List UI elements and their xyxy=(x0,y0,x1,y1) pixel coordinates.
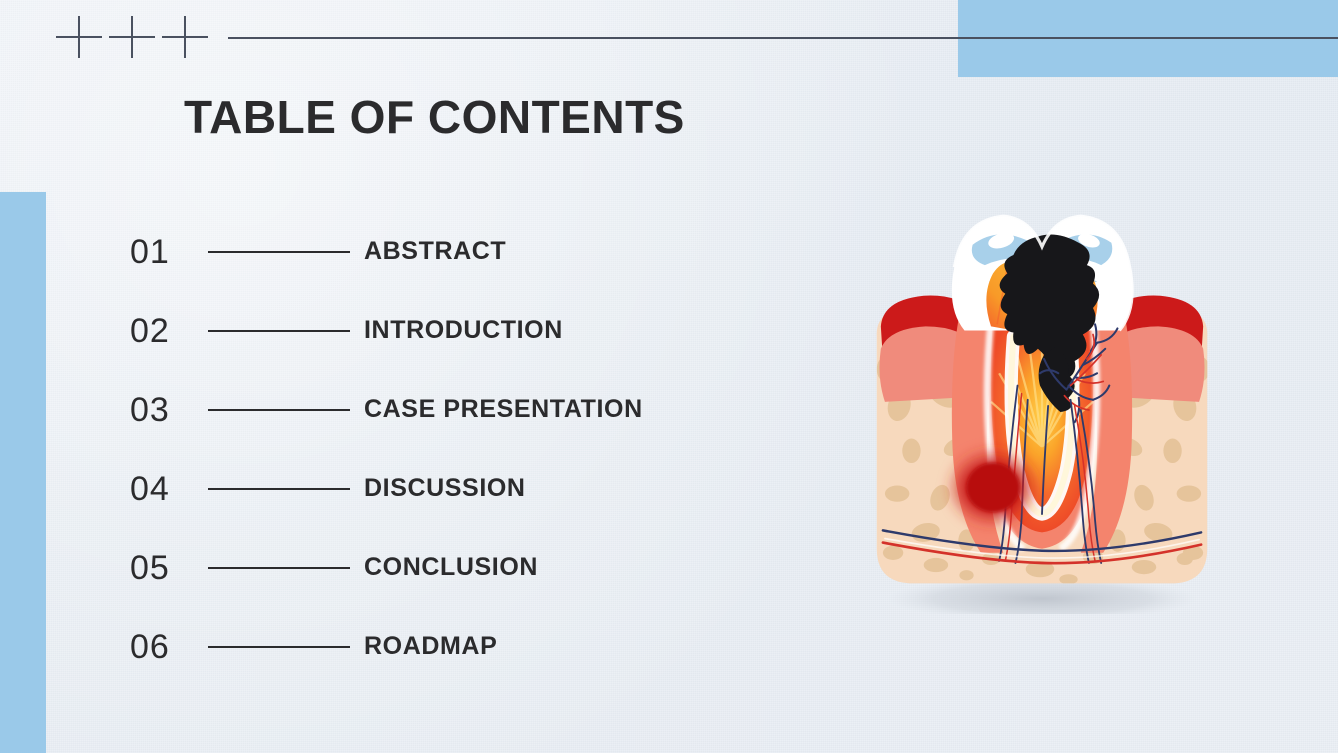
toc-connector-line xyxy=(208,329,350,332)
blue-block-left xyxy=(0,192,46,753)
toc-connector-line xyxy=(208,566,350,569)
toc-item-label: ABSTRACT xyxy=(364,237,507,265)
toc-item-case-presentation[interactable]: 03 CASE PRESENTATION xyxy=(130,370,830,449)
basal-vessel-band xyxy=(881,529,1203,565)
toc-item-label: INTRODUCTION xyxy=(364,316,563,344)
toc-item-introduction[interactable]: 02 INTRODUCTION xyxy=(130,291,830,370)
toc-connector-line xyxy=(208,645,350,648)
toc-item-number: 05 xyxy=(130,548,170,587)
toc-connector-line xyxy=(208,487,350,490)
cross-vertical-stroke xyxy=(78,16,80,58)
periapical-abscess xyxy=(946,446,1040,529)
toc-item-label: CONCLUSION xyxy=(364,553,539,581)
tooth-cross-section-illustration xyxy=(838,206,1246,614)
toc-item-number: 01 xyxy=(130,232,170,271)
toc-item-number: 06 xyxy=(130,627,170,666)
toc-item-abstract[interactable]: 01 ABSTRACT xyxy=(130,212,830,291)
toc-connector-line xyxy=(208,250,350,253)
top-horizontal-rule xyxy=(228,37,1338,39)
toc-item-number: 03 xyxy=(130,390,170,429)
toc-item-label: ROADMAP xyxy=(364,632,498,660)
toc-item-conclusion[interactable]: 05 CONCLUSION xyxy=(130,528,830,607)
toc-item-number: 02 xyxy=(130,311,170,350)
toc-item-label: DISCUSSION xyxy=(364,474,526,502)
tooth-ground-shadow xyxy=(887,576,1197,614)
toc-connector-line xyxy=(208,408,350,411)
cross-vertical-stroke xyxy=(184,16,186,58)
toc-item-roadmap[interactable]: 06 ROADMAP xyxy=(130,607,830,686)
page-title: TABLE OF CONTENTS xyxy=(184,91,685,143)
table-of-contents-list: 01 ABSTRACT 02 INTRODUCTION 03 CASE PRES… xyxy=(130,212,830,686)
cross-vertical-stroke xyxy=(131,16,133,58)
toc-item-number: 04 xyxy=(130,469,170,508)
toc-item-label: CASE PRESENTATION xyxy=(364,395,643,423)
toc-item-discussion[interactable]: 04 DISCUSSION xyxy=(130,449,830,528)
